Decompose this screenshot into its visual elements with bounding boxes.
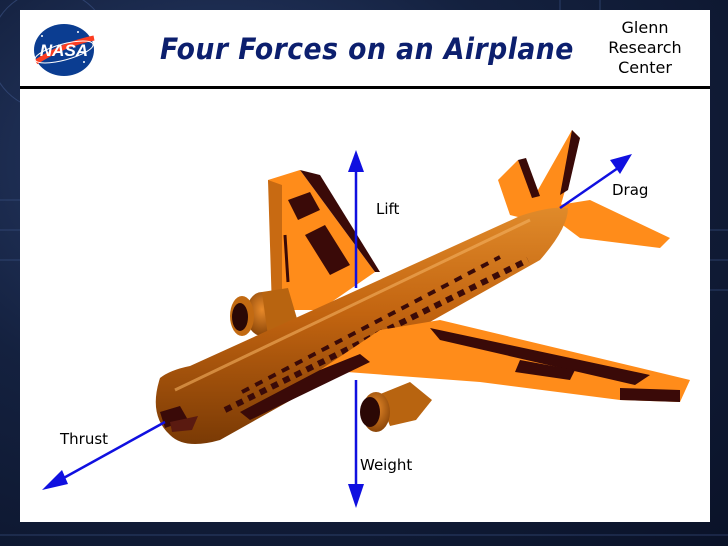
right-engine xyxy=(360,382,432,432)
thrust-arrow xyxy=(42,420,166,490)
left-wing xyxy=(268,170,380,310)
header-divider xyxy=(20,86,710,89)
airplane-diagram xyxy=(42,130,690,508)
center-label-line3: Center xyxy=(618,58,672,77)
tail xyxy=(498,130,670,248)
nasa-logo: NASA xyxy=(34,24,95,76)
page-title: Four Forces on an Airplane xyxy=(160,32,574,66)
header: NASA Four Forces on an Airplane Glenn Re… xyxy=(20,10,710,86)
drag-label: Drag xyxy=(612,181,649,199)
nasa-logo-text: NASA xyxy=(40,41,88,60)
right-wing xyxy=(240,320,690,420)
thrust-label: Thrust xyxy=(60,430,109,448)
center-label-line1: Glenn xyxy=(621,18,669,37)
weight-label: Weight xyxy=(360,456,413,474)
drag-arrow xyxy=(559,154,632,210)
lift-arrow xyxy=(348,150,364,288)
weight-arrow xyxy=(348,380,364,508)
center-label-line2: Research xyxy=(608,38,682,57)
center-label: Glenn Research Center xyxy=(595,18,695,78)
lift-label: Lift xyxy=(376,200,400,218)
slide: NASA Four Forces on an Airplane Glenn Re… xyxy=(20,10,710,522)
